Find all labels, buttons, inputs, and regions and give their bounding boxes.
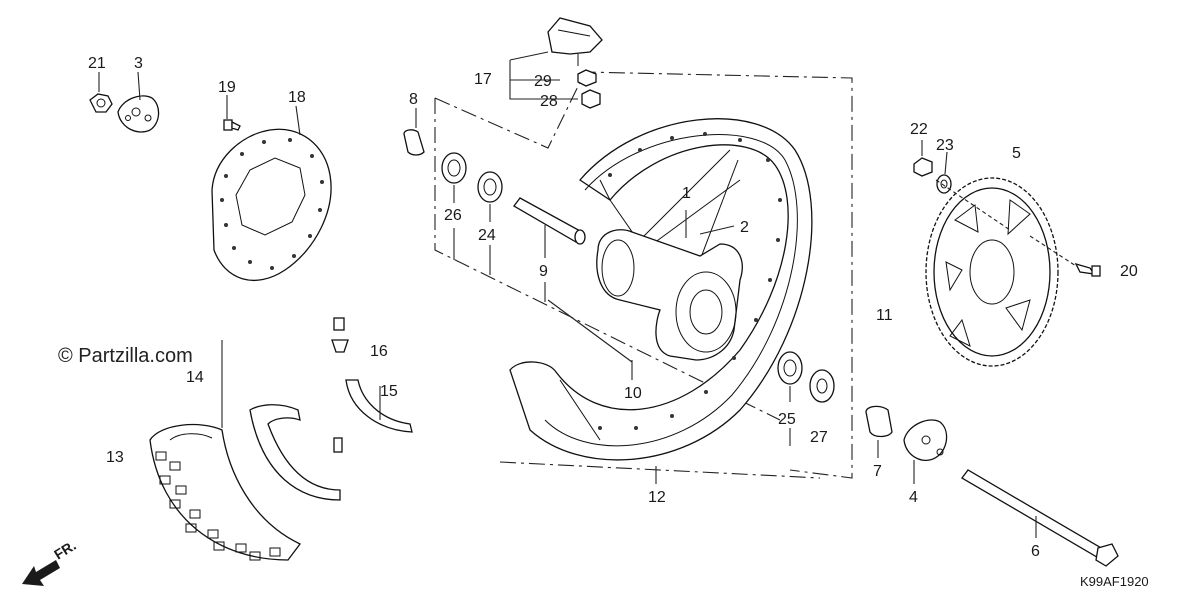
- callout-15[interactable]: 15: [380, 383, 398, 400]
- spokes-1-2[interactable]: [609, 149, 741, 261]
- bolt-20[interactable]: [1074, 262, 1101, 277]
- inner-tube-14[interactable]: [249, 404, 343, 501]
- hub-10[interactable]: [596, 229, 743, 361]
- callout-26[interactable]: 26: [444, 207, 462, 224]
- callout-4[interactable]: 4: [909, 489, 918, 506]
- callout-8[interactable]: 8: [409, 91, 418, 108]
- nut-21[interactable]: [89, 93, 113, 113]
- washer-23[interactable]: [936, 174, 952, 194]
- callout-20[interactable]: 20: [1120, 263, 1138, 280]
- spacer-9[interactable]: [513, 197, 586, 245]
- callout-3[interactable]: 3: [134, 55, 143, 72]
- bearing-24[interactable]: [477, 171, 503, 203]
- callout-24[interactable]: 24: [478, 227, 496, 244]
- rim-band-15[interactable]: [345, 379, 413, 433]
- callout-29[interactable]: 29: [534, 73, 552, 90]
- callout-27[interactable]: 27: [810, 429, 828, 446]
- assembly-boundary: [434, 71, 853, 479]
- callout-2[interactable]: 2: [740, 219, 749, 236]
- callout-7[interactable]: 7: [873, 463, 882, 480]
- bolt-19[interactable]: [223, 119, 241, 131]
- callout-21[interactable]: 21: [88, 55, 106, 72]
- callout-5[interactable]: 5: [1012, 145, 1021, 162]
- collar-8[interactable]: [403, 129, 425, 156]
- plate-4[interactable]: [903, 419, 948, 461]
- callout-1[interactable]: 1: [682, 185, 691, 202]
- direction-label: FR.: [51, 537, 79, 563]
- sprocket-11[interactable]: [925, 177, 1059, 367]
- brake-disc-18[interactable]: [211, 128, 332, 281]
- callout-25[interactable]: 25: [778, 411, 796, 428]
- rim-spoke-holes: [598, 132, 782, 430]
- rear-wheel-rim-12[interactable]: [509, 118, 813, 461]
- callout-28[interactable]: 28: [540, 93, 558, 110]
- bearing-25[interactable]: [777, 351, 803, 385]
- callout-6[interactable]: 6: [1031, 543, 1040, 560]
- callout-22[interactable]: 22: [910, 121, 928, 138]
- callout-11[interactable]: 11: [876, 307, 893, 324]
- nut-22[interactable]: [913, 157, 933, 177]
- tire-13[interactable]: [149, 423, 301, 561]
- callout-16[interactable]: 16: [370, 343, 388, 360]
- diagram-code: K99AF1920: [1080, 574, 1149, 589]
- callout-12[interactable]: 12: [648, 489, 666, 506]
- callout-9[interactable]: 9: [539, 263, 548, 280]
- nut-29[interactable]: [577, 69, 597, 87]
- front-direction-arrow-icon: FR.: [22, 537, 79, 586]
- collar-7[interactable]: [865, 405, 893, 438]
- callout-17[interactable]: 17: [474, 71, 492, 88]
- seal-27[interactable]: [809, 369, 835, 403]
- callout-10[interactable]: 10: [624, 385, 642, 402]
- tire-knobs: [155, 451, 281, 561]
- callout-19[interactable]: 19: [218, 79, 236, 96]
- callout-13[interactable]: 13: [106, 449, 124, 466]
- valve-16[interactable]: [331, 317, 349, 353]
- watermark: © Partzilla.com: [58, 345, 193, 367]
- axle-6[interactable]: [961, 469, 1119, 567]
- plate-3[interactable]: [117, 95, 160, 133]
- nut-28[interactable]: [581, 89, 601, 109]
- callout-14[interactable]: 14: [186, 369, 204, 386]
- callout-18[interactable]: 18: [288, 89, 306, 106]
- guide-bracket-17[interactable]: [547, 17, 603, 66]
- disc-holes: [220, 138, 324, 270]
- seal-26[interactable]: [441, 152, 467, 184]
- callout-23[interactable]: 23: [936, 137, 954, 154]
